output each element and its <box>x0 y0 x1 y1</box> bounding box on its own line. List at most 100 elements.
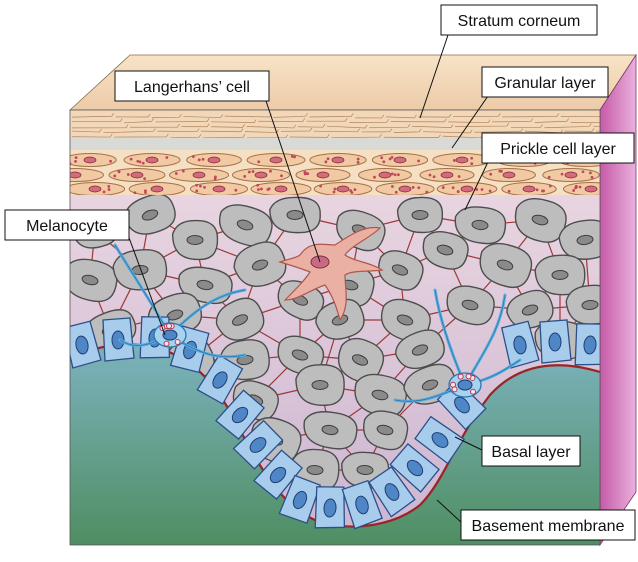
granular-cell-nucleus <box>151 186 163 192</box>
granular-cell <box>187 154 242 167</box>
keratinocyte-nucleus <box>287 210 303 219</box>
granular-cell-nucleus <box>131 172 143 178</box>
granular-cell-nucleus <box>146 157 158 163</box>
granular-cell <box>65 183 124 196</box>
granular-cell <box>437 183 497 196</box>
keratohyalin-granule <box>380 156 383 159</box>
granular-cell <box>502 183 556 196</box>
keratohyalin-granule <box>243 175 246 178</box>
keratohyalin-granule <box>175 172 178 175</box>
label-basal-layer-text: Basal layer <box>491 444 571 461</box>
granular-cell <box>314 183 372 196</box>
granular-cell <box>47 169 104 182</box>
granular-cell-nucleus <box>585 186 597 192</box>
keratohyalin-granule <box>470 162 473 165</box>
melanin-granule <box>175 339 180 344</box>
keratohyalin-granule <box>357 158 360 161</box>
keratohyalin-granule <box>62 174 65 177</box>
keratohyalin-granule <box>127 173 130 176</box>
granular-cell-nucleus <box>337 186 349 192</box>
keratohyalin-granule <box>357 161 360 164</box>
keratohyalin-granule <box>74 160 77 163</box>
keratohyalin-granule <box>130 158 133 161</box>
keratohyalin-granule <box>143 177 146 180</box>
keratohyalin-granule <box>349 189 352 192</box>
keratohyalin-granule <box>579 186 582 189</box>
granular-cell <box>310 154 366 167</box>
keratohyalin-granule <box>548 176 551 179</box>
granular-cell-nucleus <box>394 157 406 163</box>
keratohyalin-granule <box>452 186 455 189</box>
keratinocyte <box>296 365 345 406</box>
keratohyalin-granule <box>257 188 260 191</box>
label-basement-membrane-text: Basement membrane <box>472 518 625 535</box>
keratohyalin-granule <box>391 172 394 175</box>
granular-cell-nucleus <box>193 172 205 178</box>
granular-cell-nucleus <box>208 157 220 163</box>
label-prickle-cell-layer: Prickle cell layer <box>482 133 634 163</box>
keratohyalin-granule <box>334 188 337 191</box>
basal-cell-nucleus <box>549 333 561 351</box>
granular-cell <box>124 154 180 167</box>
keratohyalin-granule <box>354 188 357 191</box>
melanin-granule <box>164 341 169 346</box>
keratohyalin-granule <box>195 190 198 193</box>
keratohyalin-granule <box>589 171 592 174</box>
keratohyalin-granule <box>291 155 294 158</box>
keratohyalin-granule <box>113 175 116 178</box>
keratohyalin-granule <box>417 160 420 163</box>
label-stratum-corneum: Stratum corneum <box>441 5 597 35</box>
keratohyalin-granule <box>269 170 272 173</box>
granular-cell-nucleus <box>399 186 411 192</box>
keratohyalin-granule <box>325 160 328 163</box>
granular-cell-nucleus <box>523 186 535 192</box>
keratohyalin-granule <box>591 176 594 179</box>
granular-cell-nucleus <box>379 172 391 178</box>
label-basement-membrane: Basement membrane <box>461 510 635 540</box>
keratohyalin-granule <box>305 172 308 175</box>
keratinocyte-nucleus <box>187 235 203 244</box>
label-melanocyte: Melanocyte <box>5 210 129 240</box>
label-granular-layer: Granular layer <box>482 67 608 97</box>
keratohyalin-granule <box>453 159 456 162</box>
keratohyalin-granule <box>458 175 461 178</box>
keratohyalin-granule <box>333 191 336 194</box>
keratohyalin-granule <box>500 170 503 173</box>
label-basal-layer: Basal layer <box>482 436 580 466</box>
granular-cell-nucleus <box>270 157 282 163</box>
granular-cell <box>420 169 474 182</box>
keratohyalin-granule <box>144 189 147 192</box>
granular-cell-nucleus <box>69 172 81 178</box>
granular-cell <box>483 169 536 182</box>
keratinocyte <box>270 197 320 232</box>
keratohyalin-granule <box>489 190 492 193</box>
granular-cell-nucleus <box>441 172 453 178</box>
keratohyalin-granule <box>142 162 145 165</box>
keratohyalin-granule <box>417 186 420 189</box>
keratohyalin-granule <box>549 185 552 188</box>
granular-cell <box>190 183 247 196</box>
keratohyalin-granule <box>425 191 428 194</box>
keratohyalin-granule <box>391 185 394 188</box>
label-langerhans-cell: Langerhans’ cell <box>115 71 269 101</box>
keratohyalin-granule <box>75 156 78 159</box>
keratohyalin-granule <box>252 170 255 173</box>
melanocyte-nucleus <box>458 380 472 390</box>
granular-cell-nucleus <box>503 172 515 178</box>
granular-cell <box>232 169 289 182</box>
keratohyalin-granule <box>260 188 263 191</box>
keratohyalin-granule <box>195 184 198 187</box>
granular-cell <box>64 154 116 167</box>
granular-cell <box>170 169 229 182</box>
keratohyalin-granule <box>561 173 564 176</box>
keratohyalin-granule <box>395 191 398 194</box>
granular-cell <box>129 183 185 196</box>
label-granular-layer-text: Granular layer <box>494 75 596 92</box>
keratohyalin-granule <box>457 190 460 193</box>
keratohyalin-granule <box>268 187 271 190</box>
granular-cell-nucleus <box>456 157 468 163</box>
granular-cell <box>376 183 434 196</box>
keratinocyte-nucleus <box>412 210 428 219</box>
